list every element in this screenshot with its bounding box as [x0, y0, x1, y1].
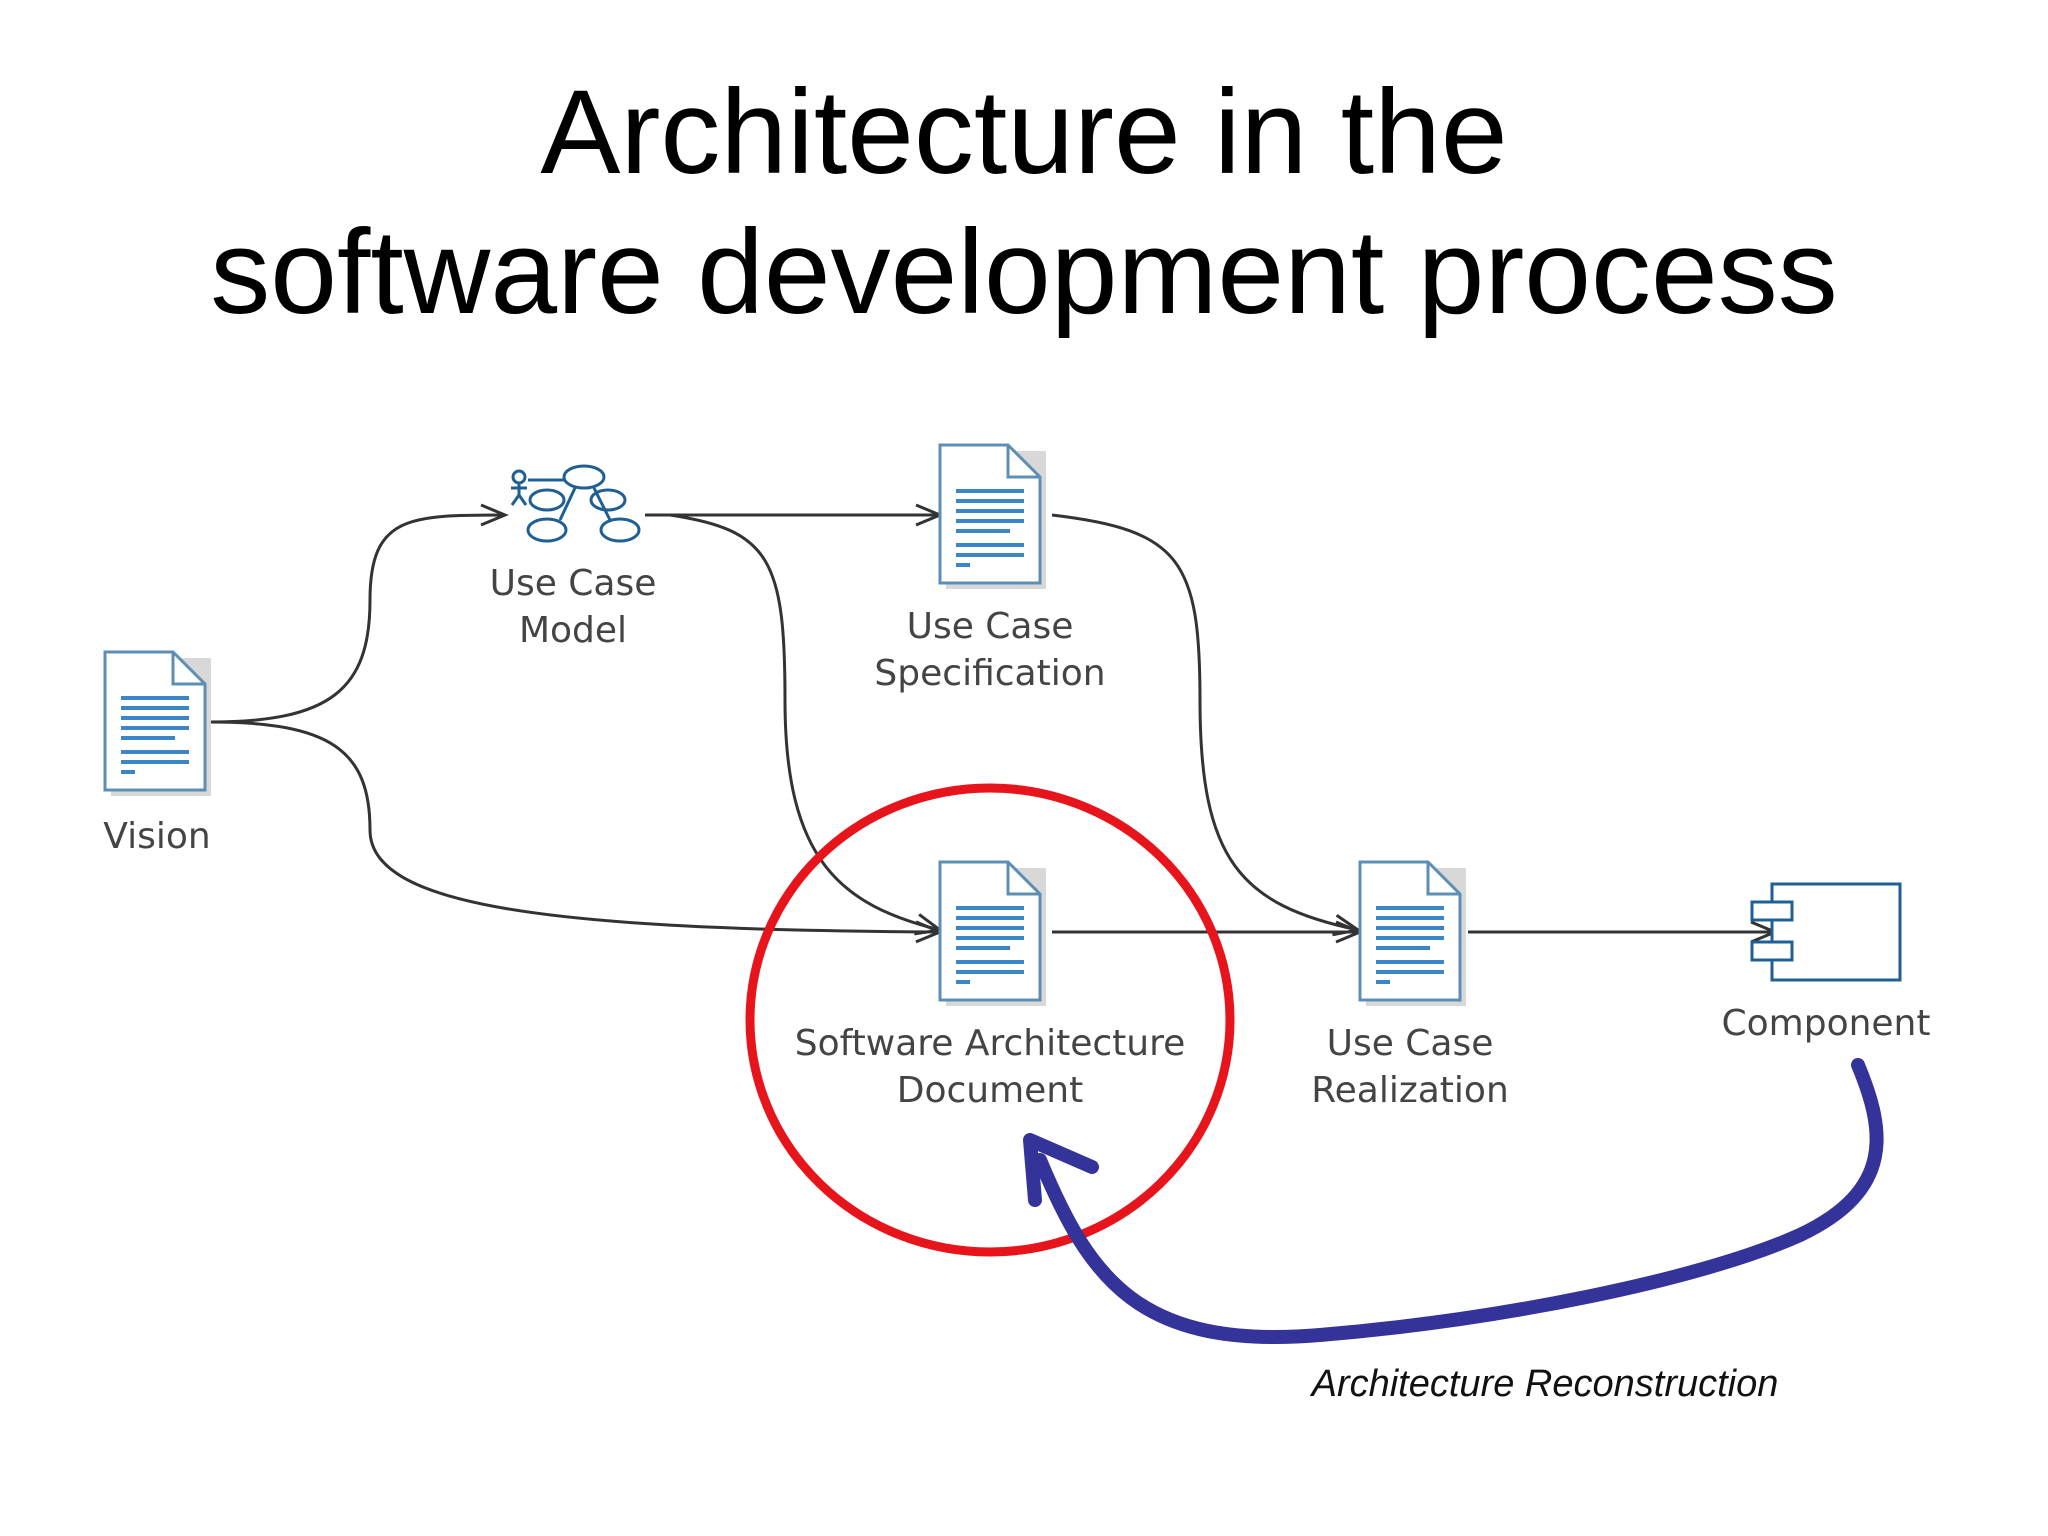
- use-case-realization-label-1: Use Case: [1327, 1023, 1494, 1064]
- connectors: [209, 503, 1779, 944]
- use-case-realization-label-2: Realization: [1311, 1070, 1509, 1111]
- title-line-1: Architecture in the: [540, 65, 1508, 199]
- document-icon: [938, 860, 1048, 1008]
- edge-vision-sad: [209, 720, 944, 944]
- sad-label-1: Software Architecture: [795, 1023, 1186, 1064]
- node-use-case-model: Use Case Model: [490, 464, 657, 651]
- document-icon: [103, 650, 213, 798]
- sad-label-2: Document: [897, 1070, 1084, 1111]
- component-label: Component: [1721, 1003, 1930, 1044]
- reconstruction-arrow: [1023, 1058, 1884, 1344]
- use-case-model-label-1: Use Case: [490, 563, 657, 604]
- node-software-architecture-document: Software Architecture Document: [795, 860, 1186, 1111]
- use-case-spec-label-1: Use Case: [907, 606, 1074, 647]
- title-line-2: software development process: [210, 205, 1838, 339]
- use-case-spec-label-2: Specification: [874, 653, 1105, 694]
- node-vision: Vision: [103, 650, 213, 857]
- edge-usecasemodel-sad: [669, 513, 944, 936]
- node-use-case-realization: Use Case Realization: [1311, 860, 1509, 1111]
- node-component: Component: [1721, 882, 1931, 1044]
- node-use-case-specification: Use Case Specification: [874, 443, 1106, 694]
- arrow-head-icon: [1023, 1133, 1099, 1207]
- use-case-diagram-icon: [510, 464, 641, 543]
- document-icon: [1358, 860, 1468, 1008]
- vision-label: Vision: [103, 816, 210, 857]
- use-case-model-label-2: Model: [519, 610, 627, 651]
- edge-vision-usecasemodel: [209, 503, 509, 724]
- edge-spec-realization: [1051, 513, 1362, 937]
- highlight-circle: [745, 783, 1235, 1257]
- reconstruction-label: Architecture Reconstruction: [1310, 1363, 1779, 1405]
- uml-component-icon: [1750, 882, 1902, 982]
- slide-title: Architecture in the software development…: [0, 62, 2048, 342]
- document-icon: [938, 443, 1048, 591]
